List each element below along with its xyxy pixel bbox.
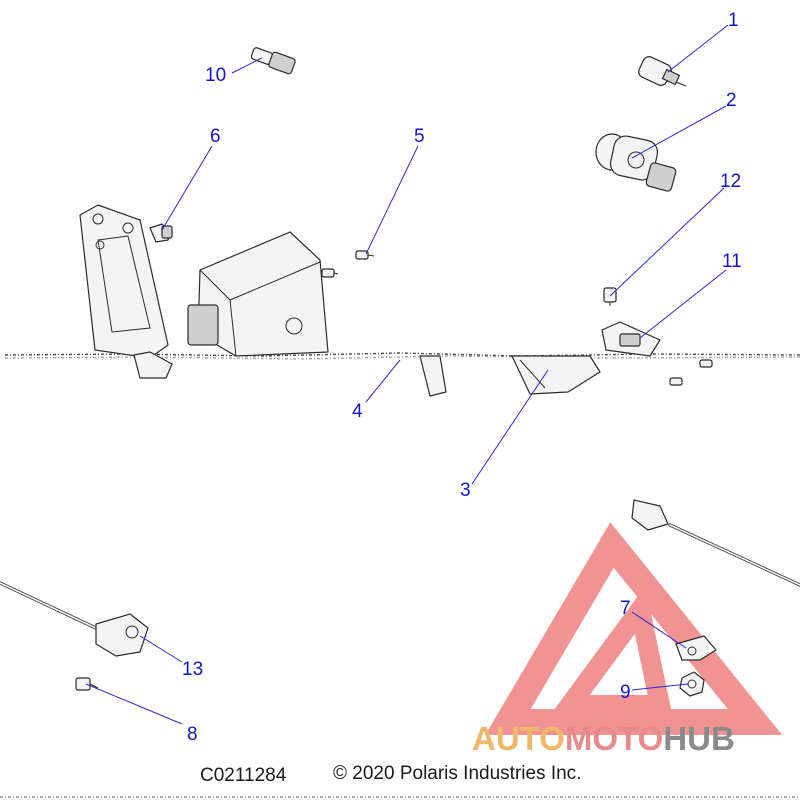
leader-lines	[85, 24, 729, 725]
callout-1[interactable]: 1	[728, 10, 739, 31]
footer: C0211284 © 2020 Polaris Industries Inc.	[200, 763, 581, 786]
callout-2[interactable]: 2	[726, 90, 737, 111]
part-13-sensor-with-cable[interactable]	[0, 581, 149, 657]
copyright-notice: © 2020 Polaris Industries Inc.	[333, 763, 581, 784]
part-2-speed-sensor[interactable]	[595, 133, 677, 192]
callout-4[interactable]: 4	[352, 401, 363, 422]
svg-text:AUTOMOTOHUB: AUTOMOTOHUB	[472, 720, 735, 757]
part-8-bolt[interactable]	[75, 677, 99, 691]
watermark-logo	[485, 522, 783, 735]
part-6-plug[interactable]	[149, 223, 173, 243]
watermark-text: AUTOMOTOHUB	[472, 720, 735, 757]
callout-9[interactable]: 9	[620, 682, 631, 703]
part-11-map-sensor[interactable]	[601, 321, 713, 386]
callout-13[interactable]: 13	[182, 659, 203, 680]
callout-7[interactable]: 7	[620, 598, 631, 619]
watermark-triangle-icon	[485, 522, 783, 735]
callout-6[interactable]: 6	[210, 126, 221, 147]
callout-11[interactable]: 11	[722, 251, 742, 272]
part-oxygen-sensor-cable[interactable]	[631, 499, 800, 587]
callout-8[interactable]: 8	[187, 724, 198, 745]
part-7-clip[interactable]	[675, 635, 717, 661]
watermark-word-moto: MOTO	[565, 720, 663, 757]
part-4-bracket[interactable]	[79, 204, 447, 397]
watermark-word-hub: HUB	[663, 720, 735, 757]
watermark-inner-triangle-icon	[550, 586, 673, 715]
callout-3[interactable]: 3	[460, 480, 471, 501]
callout-10[interactable]: 10	[205, 65, 226, 86]
watermark-word-auto: AUTO	[472, 720, 565, 757]
part-1-pressure-switch[interactable]	[637, 55, 687, 88]
callout-12[interactable]: 12	[720, 171, 741, 192]
part-9-nut[interactable]	[679, 671, 705, 697]
part-12-bolt[interactable]	[603, 287, 617, 306]
part-3-ecu-module[interactable]	[187, 231, 601, 395]
diagram-code: C0211284	[200, 765, 287, 786]
callout-5[interactable]: 5	[414, 126, 425, 147]
callout-labels: 1 2 3 4 5 6 7 8 9 10 11 12 13	[182, 10, 742, 745]
part-5-bolt[interactable]	[321, 250, 375, 278]
break-line-shade	[4, 355, 800, 360]
